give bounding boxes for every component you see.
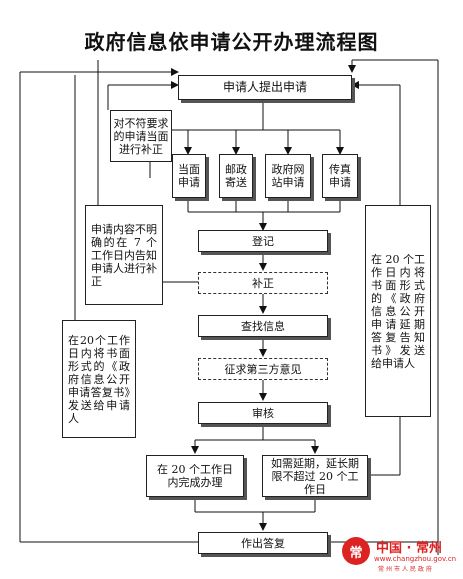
review-label: 审核 bbox=[252, 406, 274, 420]
left-correction-label: 对不符要求的申请当面进行补正 bbox=[113, 116, 169, 156]
search-box: 查找信息 bbox=[198, 315, 328, 337]
reply-box: 作出答复 bbox=[198, 532, 328, 554]
correction-box: 补正 bbox=[198, 272, 328, 294]
review-box: 审核 bbox=[198, 402, 328, 424]
register-box: 登记 bbox=[198, 230, 328, 252]
complete-20-box: 在 20 个工作日内完成办理 bbox=[146, 455, 244, 497]
logo-subtitle: 常州市人民政府 bbox=[378, 566, 435, 573]
channel-fax-label: 传真申请 bbox=[329, 163, 351, 189]
reply-written-note: 在20个工作日内将书面形式的《政府信息公开申请答复书》发送给申请人 bbox=[62, 320, 136, 438]
search-label: 查找信息 bbox=[241, 319, 285, 333]
reply-written-text: 在20个工作日内将书面形式的《政府信息公开申请答复书》发送给申请人 bbox=[68, 333, 130, 425]
channel-in-person-box: 当面申请 bbox=[172, 154, 206, 198]
channel-mail-box: 邮政寄送 bbox=[219, 154, 253, 198]
complete-20-label: 在 20 个工作日内完成办理 bbox=[157, 463, 233, 489]
channel-fax-box: 传真申请 bbox=[322, 154, 358, 198]
logo-badge-icon: 常 bbox=[342, 537, 370, 565]
extension-label: 如需延期，延长期限不超过 20 个工作日 bbox=[271, 456, 359, 496]
channel-online-box: 政府网站申请 bbox=[265, 154, 311, 198]
apply-label: 申请人提出申请 bbox=[222, 80, 307, 94]
register-label: 登记 bbox=[252, 234, 274, 248]
changzhou-logo: 常 中国 · 常州 www.changzhou.gov.cn 常州市人民政府 bbox=[338, 535, 458, 575]
unclear-request-text: 申请内容不明确的在 7 个工作日内告知申请人进行补正 bbox=[91, 222, 157, 288]
logo-url: www.changzhou.gov.cn bbox=[374, 555, 457, 563]
page-title: 政府信息依申请公开办理流程图 bbox=[84, 30, 379, 54]
extension-written-text: 在 20 个工作日内将书面形式的《政府信息公开申请延期答复告知书》发送给申请人 bbox=[371, 252, 425, 370]
correction-label: 补正 bbox=[252, 276, 274, 290]
extension-written-note: 在 20 个工作日内将书面形式的《政府信息公开申请延期答复告知书》发送给申请人 bbox=[365, 205, 431, 417]
extension-box: 如需延期，延长期限不超过 20 个工作日 bbox=[262, 455, 368, 497]
third-party-box: 征求第三方意见 bbox=[198, 358, 328, 380]
left-correction-box: 对不符要求的申请当面进行补正 bbox=[110, 110, 172, 162]
channel-mail-label: 邮政寄送 bbox=[225, 163, 247, 189]
third-party-label: 征求第三方意见 bbox=[224, 362, 302, 376]
channel-in-person-label: 当面申请 bbox=[178, 163, 200, 189]
logo-name: 中国 · 常州 bbox=[376, 541, 442, 556]
reply-label: 作出答复 bbox=[241, 536, 285, 550]
unclear-request-note: 申请内容不明确的在 7 个工作日内告知申请人进行补正 bbox=[85, 205, 163, 305]
apply-box: 申请人提出申请 bbox=[178, 75, 352, 100]
channel-online-label: 政府网站申请 bbox=[271, 163, 305, 189]
